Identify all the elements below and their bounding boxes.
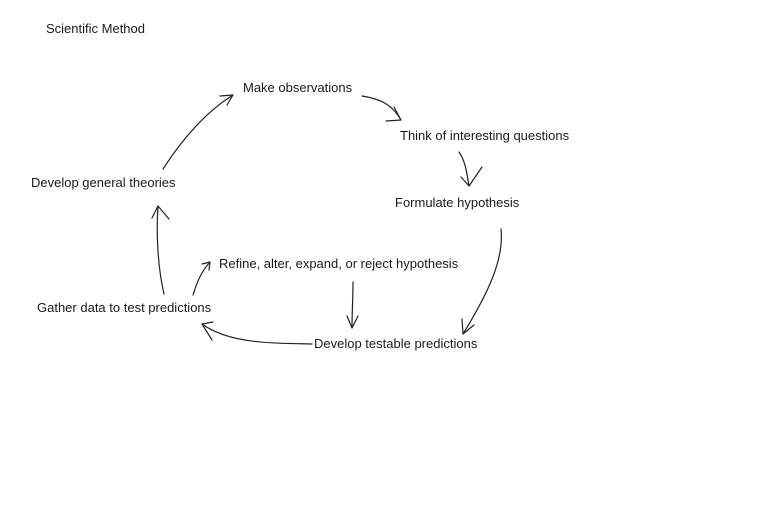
node-make-observations: Make observations (243, 80, 353, 95)
arrow-predictions-to-gather (201, 321, 313, 345)
node-general-theories: Develop general theories (31, 175, 176, 190)
node-formulate-hypothesis: Formulate hypothesis (395, 195, 520, 210)
arrow-gather-to-theories (151, 205, 170, 295)
diagram-title: Scientific Method (46, 21, 145, 36)
arrow-gather-to-refine (192, 261, 211, 296)
arrow-hypothesis-to-predictions (461, 228, 502, 335)
node-interesting-questions: Think of interesting questions (400, 128, 570, 143)
arrow-refine-to-predictions (346, 281, 359, 329)
node-refine-hypothesis: Refine, alter, expand, or reject hypothe… (219, 256, 459, 271)
node-gather-data: Gather data to test predictions (37, 300, 212, 315)
arrow-theories-to-observe (162, 94, 234, 170)
node-testable-predictions: Develop testable predictions (314, 336, 478, 351)
arrow-observe-to-questions (361, 95, 402, 122)
arrow-questions-to-hypothesis (458, 151, 483, 187)
